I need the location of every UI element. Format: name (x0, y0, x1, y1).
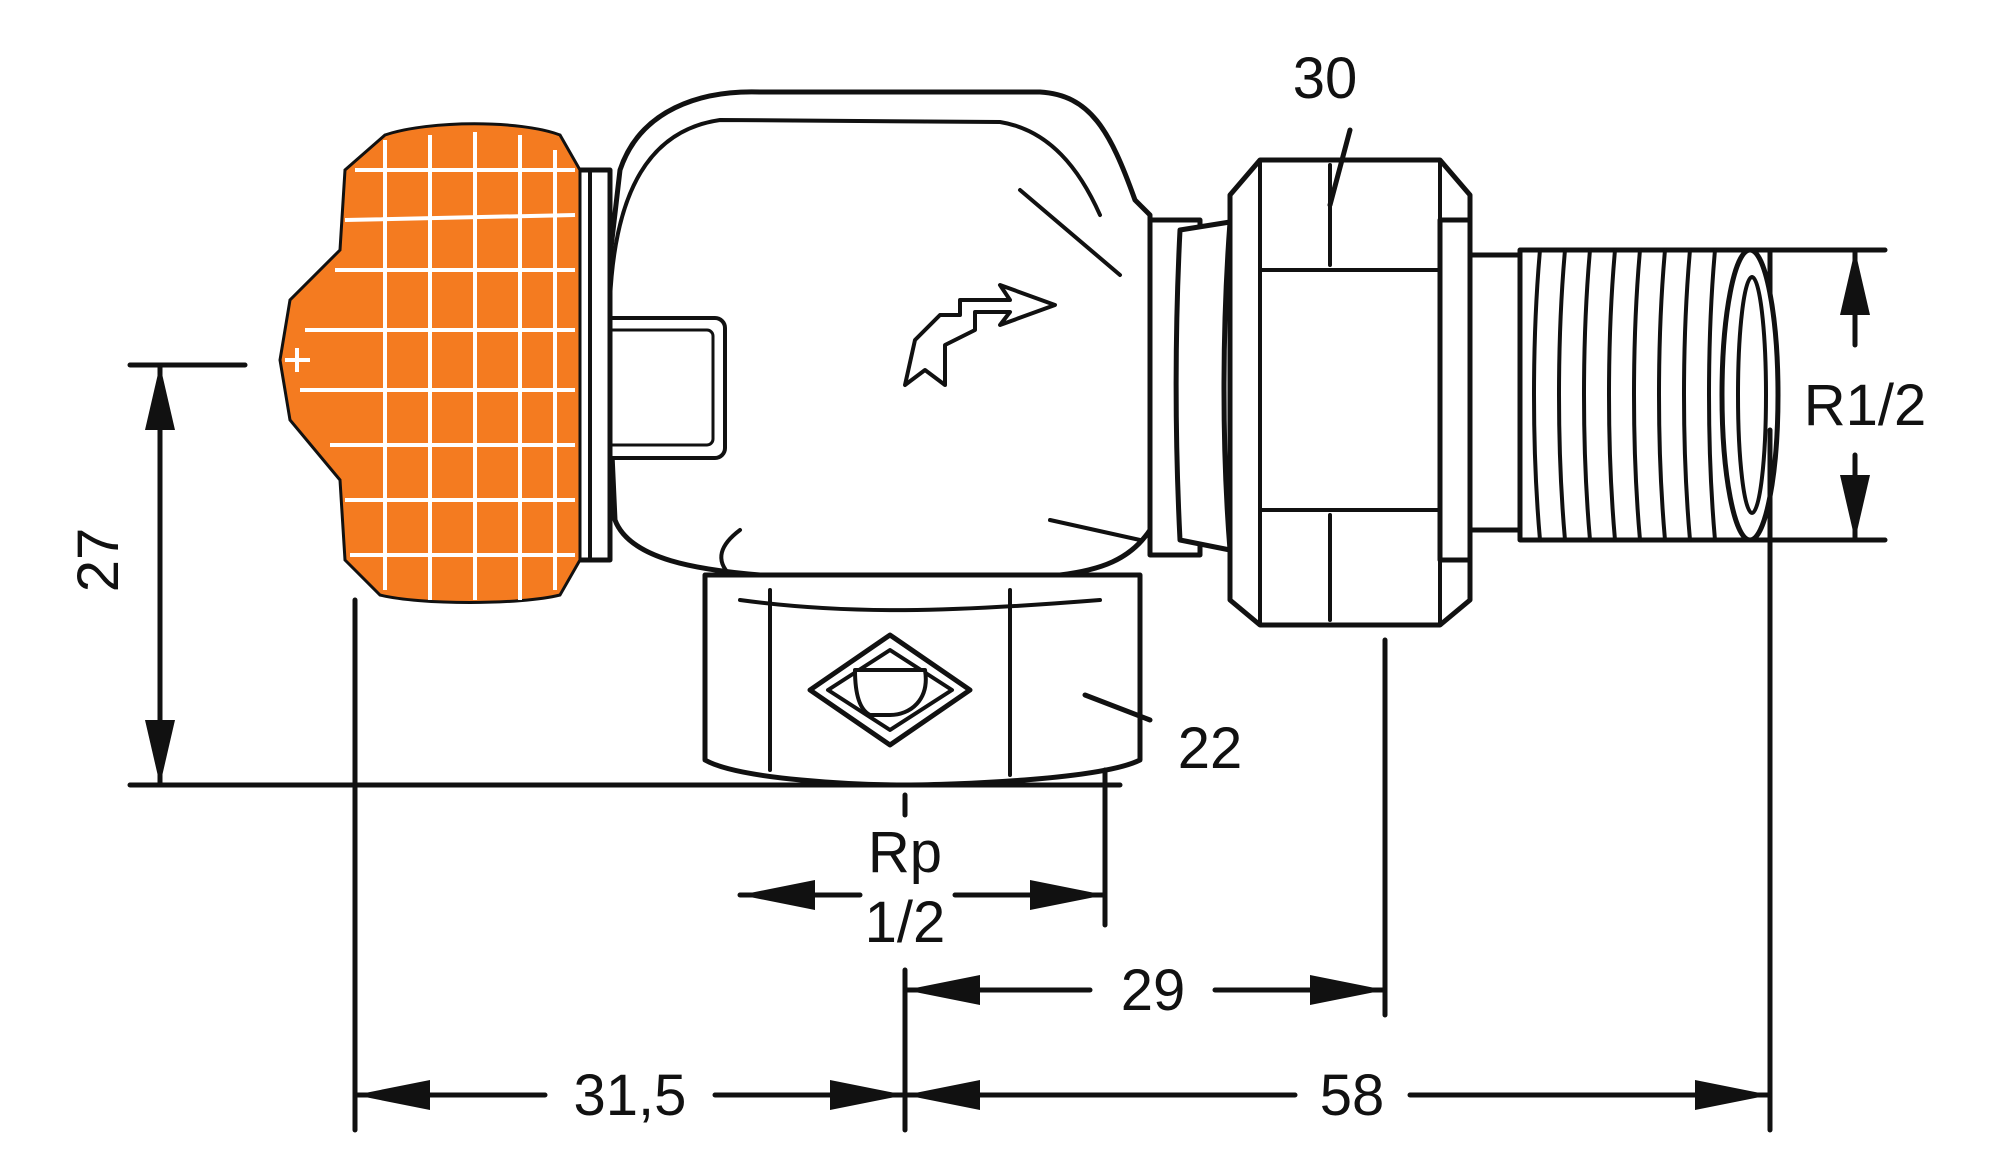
label-inlet-rp: Rp (868, 820, 942, 885)
label-dim-58: 58 (1320, 1063, 1385, 1128)
handwheel-knob (278, 122, 582, 604)
union-nut (1147, 157, 1781, 628)
dimension-lines (127, 127, 1888, 1133)
label-hex-bottom: 22 (1178, 716, 1243, 781)
label-dim-31-5: 31,5 (574, 1063, 687, 1128)
inlet-hex (702, 572, 1143, 788)
label-hex-top: 30 (1293, 46, 1358, 111)
valve-body (583, 89, 1153, 578)
label-dim-29: 29 (1121, 958, 1186, 1023)
label-thread-outlet: R1/2 (1804, 373, 1927, 438)
label-inlet-size: 1/2 (865, 890, 946, 955)
label-height-left: 27 (66, 528, 131, 593)
